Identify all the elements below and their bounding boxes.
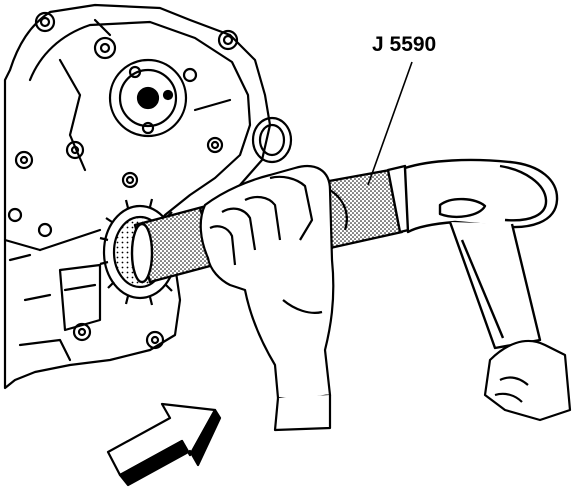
callout-leader — [367, 61, 413, 186]
ratchet-handle — [403, 158, 559, 350]
direction-arrow — [106, 402, 222, 487]
right-hand — [483, 340, 572, 422]
tool-callout-label: J 5590 — [372, 33, 436, 56]
o-ring-seal — [251, 116, 293, 164]
left-hand — [199, 164, 348, 432]
engine-front-cover — [3, 3, 272, 390]
